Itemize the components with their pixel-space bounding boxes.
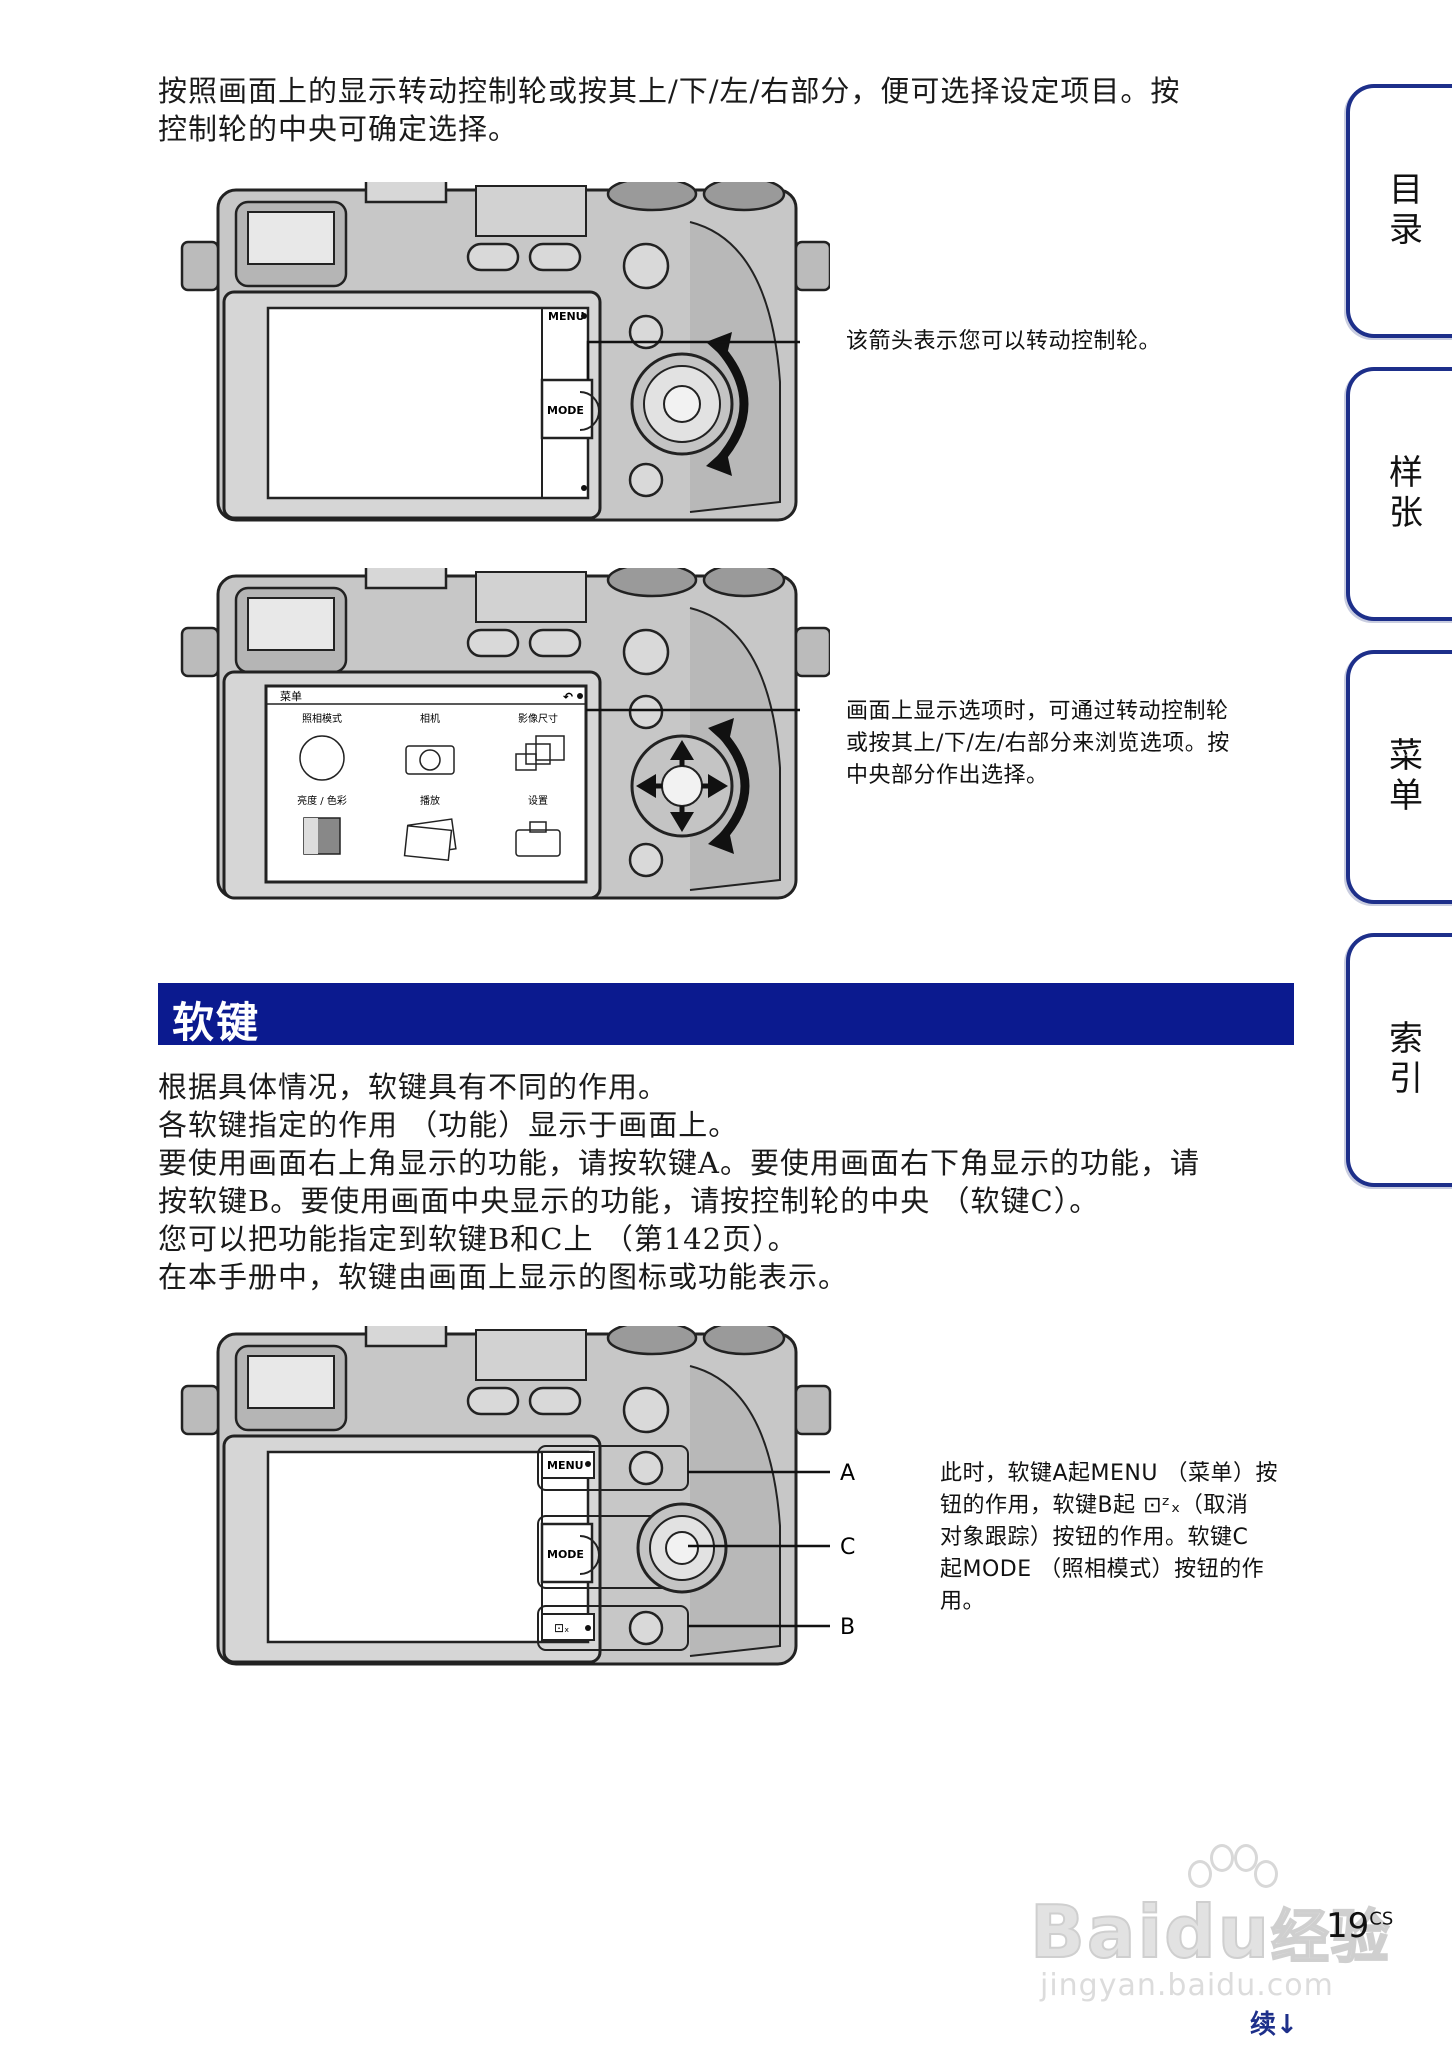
figure3-callout-line-1: 此时，软键A起MENU （菜单）按 bbox=[940, 1461, 1278, 1486]
paw-icon bbox=[1180, 1840, 1278, 1900]
intro-line-1: 按照画面上的显示转动控制轮或按其上/下/左/右部分，便可选择设定项目。按 bbox=[158, 74, 1181, 108]
screen-menu-label: MENU bbox=[548, 310, 585, 323]
page-suffix: CS bbox=[1369, 1908, 1394, 1930]
screen-menu-label-2: MENU bbox=[547, 1459, 584, 1472]
watermark-du: du bbox=[1163, 1889, 1271, 1975]
label-soft-key-a: A bbox=[840, 1461, 855, 1486]
page-number: 19CS bbox=[1326, 1906, 1394, 1946]
intro-paragraph: 按照画面上的显示转动控制轮或按其上/下/左/右部分，便可选择设定项目。按 控制轮… bbox=[158, 72, 1308, 148]
soft-keys-line-1: 根据具体情况，软键具有不同的作用。 bbox=[158, 1070, 669, 1104]
tab-menu[interactable]: 菜单 bbox=[1346, 650, 1452, 904]
intro-line-2: 控制轮的中央可确定选择。 bbox=[158, 112, 519, 146]
menu-item-shoot-mode: 照相模式 bbox=[302, 712, 342, 725]
tab-contents-label: 目录 bbox=[1382, 171, 1423, 251]
figure3-callout: 此时，软键A起MENU （菜单）按 钮的作用，软键B起 ⊡ᶻₓ（取消 对象跟踪）… bbox=[940, 1458, 1300, 1618]
label-soft-key-b: B bbox=[840, 1615, 855, 1640]
arrow-down-icon: ↓ bbox=[1276, 2010, 1298, 2040]
figure3-callout-line-5: 用。 bbox=[940, 1589, 986, 1614]
screen-mode-label: MODE bbox=[547, 404, 584, 417]
figure3-callout-line-3: 对象跟踪）按钮的作用。软键C bbox=[940, 1525, 1249, 1550]
label-soft-key-c: C bbox=[840, 1535, 855, 1560]
section-header-soft-keys: 软键 bbox=[158, 983, 1294, 1047]
baidu-watermark: Baidu经验 jingyan.baidu.com bbox=[1029, 1840, 1390, 2003]
tab-index-label: 索引 bbox=[1382, 1020, 1423, 1100]
soft-keys-line-5: 您可以把功能指定到软键B和C上 （第142页）。 bbox=[158, 1222, 798, 1256]
menu-item-setup: 设置 bbox=[528, 795, 548, 807]
cancel-tracking-icon: ⊡ᶻₓ bbox=[1135, 1493, 1181, 1518]
figure2-callout: 画面上显示选项时，可通过转动控制轮 或按其上/下/左/右部分来浏览选项。按 中央… bbox=[846, 696, 1230, 792]
watermark-url: jingyan.baidu.com bbox=[1040, 1968, 1334, 2003]
menu-item-camera: 相机 bbox=[420, 712, 440, 725]
tab-menu-label: 菜单 bbox=[1382, 737, 1423, 817]
tab-index[interactable]: 索引 bbox=[1346, 933, 1452, 1187]
tab-contents[interactable]: 目录 bbox=[1346, 84, 1452, 338]
menu-item-image-size: 影像尺寸 bbox=[518, 712, 558, 725]
soft-keys-line-2: 各软键指定的作用 （功能）显示于画面上。 bbox=[158, 1108, 739, 1142]
section-title: 软键 bbox=[172, 998, 261, 1047]
camera-figure-rotate: MENU MODE bbox=[180, 182, 830, 522]
figure1-callout: 该箭头表示您可以转动控制轮。 bbox=[846, 329, 1162, 354]
svg-text:↶: ↶ bbox=[563, 690, 573, 704]
figure3-callout-line-4: 起MODE （照相模式）按钮的作 bbox=[940, 1557, 1265, 1582]
soft-keys-line-6: 在本手册中，软键由画面上显示的图标或功能表示。 bbox=[158, 1260, 849, 1294]
tab-samples-label: 样张 bbox=[1382, 454, 1423, 534]
menu-title: 菜单 bbox=[280, 690, 302, 703]
menu-item-brightness: 亮度 / 色彩 bbox=[297, 794, 347, 807]
figure2-callout-line-1: 画面上显示选项时，可通过转动控制轮 bbox=[846, 699, 1229, 724]
watermark-jingyan: 经验 bbox=[1270, 1902, 1391, 1972]
figure2-callout-line-2: 或按其上/下/左/右部分来浏览选项。按 bbox=[846, 731, 1230, 756]
screen-mode-label-2: MODE bbox=[547, 1548, 584, 1561]
continued-label: 续 bbox=[1250, 2010, 1277, 2040]
figure2-callout-line-3: 中央部分作出选择。 bbox=[846, 763, 1049, 788]
soft-keys-line-4: 按软键B。要使用画面中央显示的功能，请按控制轮的中央 （软键C）。 bbox=[158, 1184, 1100, 1218]
figure3-callout-line-2: 钮的作用，软键B起 ⊡ᶻₓ（取消 bbox=[940, 1493, 1249, 1518]
tab-samples[interactable]: 样张 bbox=[1346, 367, 1452, 621]
continued-link[interactable]: 续↓ bbox=[1250, 2004, 1298, 2041]
svg-text:⊡ₓ: ⊡ₓ bbox=[554, 1621, 569, 1635]
camera-figure-browse: 菜单 ↶ 照相模式 相机 影像尺寸 亮度 / 色彩 播放 设置 bbox=[180, 568, 830, 900]
soft-keys-line-3: 要使用画面右上角显示的功能，请按软键A。要使用画面右下角显示的功能，请 bbox=[158, 1146, 1200, 1180]
camera-figure-soft-keys: MENU MODE ⊡ₓ A C B bbox=[180, 1326, 855, 1666]
menu-item-playback: 播放 bbox=[420, 794, 440, 807]
soft-keys-paragraph: 根据具体情况，软键具有不同的作用。 各软键指定的作用 （功能）显示于画面上。 要… bbox=[158, 1068, 1308, 1296]
watermark-bai: Bai bbox=[1029, 1889, 1165, 1975]
